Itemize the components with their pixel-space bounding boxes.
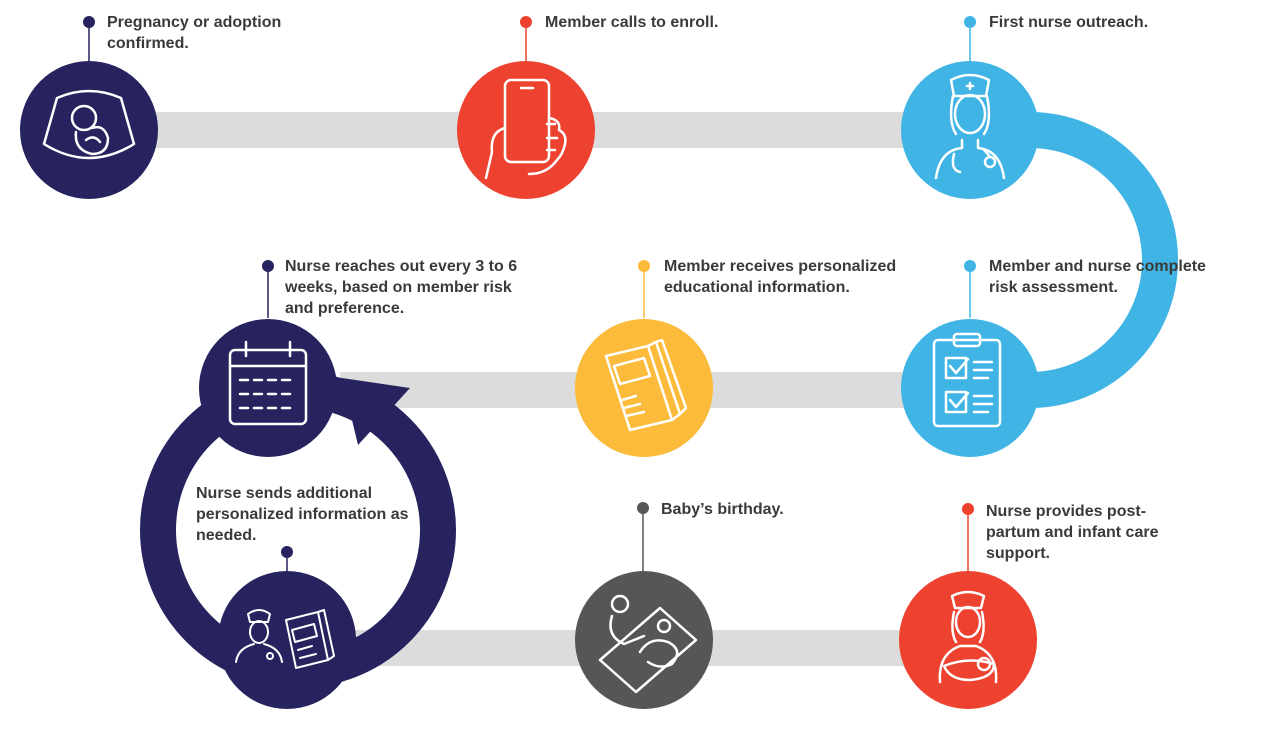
step-circle-reachout [199,319,337,457]
step-circle-outreach [901,61,1039,199]
booklet-icon [604,338,688,432]
marker-dot-enroll [520,16,532,28]
same-time-connector [970,112,1178,408]
calendar-icon [228,340,308,426]
phone-in-hand-icon [484,78,567,180]
step-label-postpartum: Nurse provides post-partum and infant ca… [986,503,1159,562]
step-circle-additional [218,571,356,709]
step-label-reachout: Nurse reaches out every 3 to 6 weeks, ba… [285,258,518,317]
marker-dot-education [638,260,650,272]
step-label-enroll: Member calls to enroll. [545,14,719,31]
step-label-education: Member receives personalized educational… [664,258,897,296]
repeat-loop-arrowhead [342,378,410,445]
marker-dot-postpartum [962,503,974,515]
marker-dot-reachout [262,260,274,272]
ultrasound-icon [42,89,136,160]
nurse-icon [934,73,1006,180]
clipboard-checklist-icon [932,332,1002,428]
step-label-birthday: Baby’s birthday. [661,501,784,518]
marker-dot-additional [281,546,293,558]
step-circle-postpartum [899,571,1037,709]
step-circle-birthday [575,571,713,709]
marker-dot-outreach [964,16,976,28]
step-label-outreach: First nurse outreach. [989,14,1149,31]
marker-dot-confirmed [83,16,95,28]
curve-label: COMPLETED AT SAME TIME [1219,179,1262,353]
nurse-holding-infant-icon [938,590,998,684]
nurse-with-booklet-icon [235,609,335,669]
step-circle-risk [901,319,1039,457]
marker-dot-birthday [637,502,649,514]
step-label-confirmed: Pregnancy or adoption confirmed. [107,14,282,52]
step-circle-enroll [457,61,595,199]
step-label-additional: Nurse sends additional personalized info… [196,485,409,544]
step-label-risk: Member and nurse complete risk assessmen… [989,258,1206,296]
step-circle-education [575,319,713,457]
marker-dot-risk [964,260,976,272]
birth-bed-icon [598,594,698,694]
